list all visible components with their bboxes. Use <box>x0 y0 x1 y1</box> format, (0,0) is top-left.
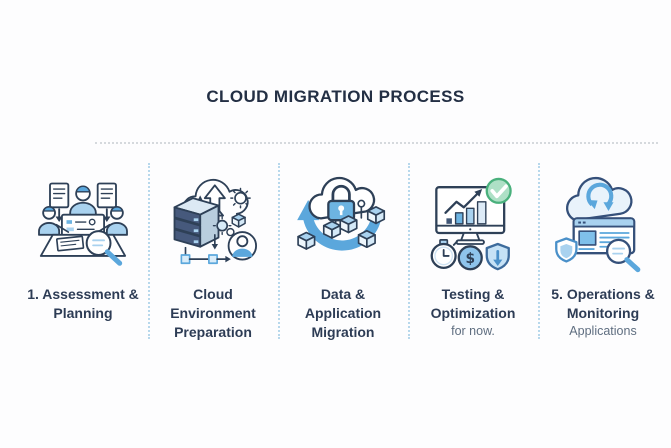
server-stack-icon <box>173 197 220 248</box>
dotted-divider <box>95 142 658 144</box>
monitor-icon <box>435 186 506 245</box>
cube-icon <box>357 229 376 249</box>
step-label-line: Application <box>304 305 382 321</box>
steps-row: 1. Assessment & Planning <box>18 160 668 342</box>
cube-icon <box>297 231 316 250</box>
cube-icon <box>366 206 386 225</box>
step-column-migration: Data & Application Migration <box>278 160 408 342</box>
sync-icon <box>586 182 614 211</box>
step-label: Cloud Environment Preparation <box>170 285 256 342</box>
step-column-testing: $ Testing & Optimization for no <box>408 160 538 342</box>
stopwatch-icon <box>430 239 458 269</box>
step-sublabel: for now. <box>451 324 495 338</box>
step-label-line: Migration <box>311 324 375 340</box>
dollar-coin-icon: $ <box>457 245 483 271</box>
cube-icon <box>231 213 246 228</box>
padlock-icon <box>327 184 356 222</box>
step-label: 5. Operations & Monitoring <box>551 285 654 323</box>
growth-arrow-icon <box>444 189 483 214</box>
cube-icon <box>322 220 342 239</box>
gear-icon <box>230 187 251 209</box>
cloud-sync-monitor-icon <box>548 160 658 278</box>
column-separator <box>538 163 540 339</box>
person-icon <box>96 205 128 236</box>
cube-icon <box>339 215 358 234</box>
bar-chart-icon <box>446 201 487 225</box>
magnifier-icon <box>605 238 641 273</box>
step-label-line: Environment <box>170 305 256 321</box>
column-separator <box>278 163 280 339</box>
shield-down-icon <box>485 242 510 271</box>
monitor-analytics-icon-svg: $ <box>430 177 512 271</box>
gears-icon <box>212 216 235 237</box>
step-label-line: Data & <box>320 286 366 302</box>
step-label: 1. Assessment & Planning <box>27 285 139 323</box>
column-separator <box>148 163 150 339</box>
check-icon <box>485 177 512 204</box>
step-label-line: Monitoring <box>566 305 640 321</box>
person-icon <box>38 205 70 236</box>
monitor-analytics-icon: $ <box>418 160 528 278</box>
step-label-line: 1. Assessment & <box>27 286 139 302</box>
cloud-icon <box>566 176 633 222</box>
step-label-line: 5. Operations & <box>551 286 655 302</box>
cloud-server-setup-icon-svg <box>173 178 257 265</box>
page-title: CLOUD MIGRATION PROCESS <box>206 87 465 106</box>
step-label-line: Preparation <box>174 324 252 340</box>
cloud-sync-monitor-icon-svg <box>555 176 641 273</box>
document-icon <box>49 182 70 222</box>
user-avatar-icon <box>227 231 257 261</box>
step-sublabel: Applications <box>569 324 637 338</box>
step-label: Data & Application Migration <box>305 285 381 342</box>
step-label-line: Cloud <box>193 286 233 302</box>
team-assessment-icon-svg <box>38 182 128 266</box>
column-separator <box>408 163 410 339</box>
document-icon <box>96 182 117 222</box>
paper-icon <box>55 235 85 252</box>
step-label: Testing & Optimization <box>431 285 516 323</box>
person-icon <box>69 185 97 220</box>
step-column-operations: 5. Operations & Monitoring Applications <box>538 160 668 342</box>
team-assessment-icon <box>28 160 138 278</box>
cloud-lock-transfer-icon-svg <box>297 176 386 251</box>
cloud-lock-transfer-icon <box>288 160 398 278</box>
step-column-environment: Cloud Environment Preparation <box>148 160 278 342</box>
step-label-line: Planning <box>53 305 113 321</box>
node-connector-icon <box>180 234 231 265</box>
cloud-server-setup-icon <box>158 160 268 278</box>
step-label-line: Optimization <box>430 305 516 321</box>
step-column-assessment: 1. Assessment & Planning <box>18 160 148 342</box>
dollar-glyph: $ <box>465 251 475 267</box>
shield-icon <box>555 237 578 263</box>
cloud-icon <box>308 176 376 220</box>
step-label-line: Testing & <box>441 286 505 302</box>
magnifier-icon <box>85 230 123 266</box>
